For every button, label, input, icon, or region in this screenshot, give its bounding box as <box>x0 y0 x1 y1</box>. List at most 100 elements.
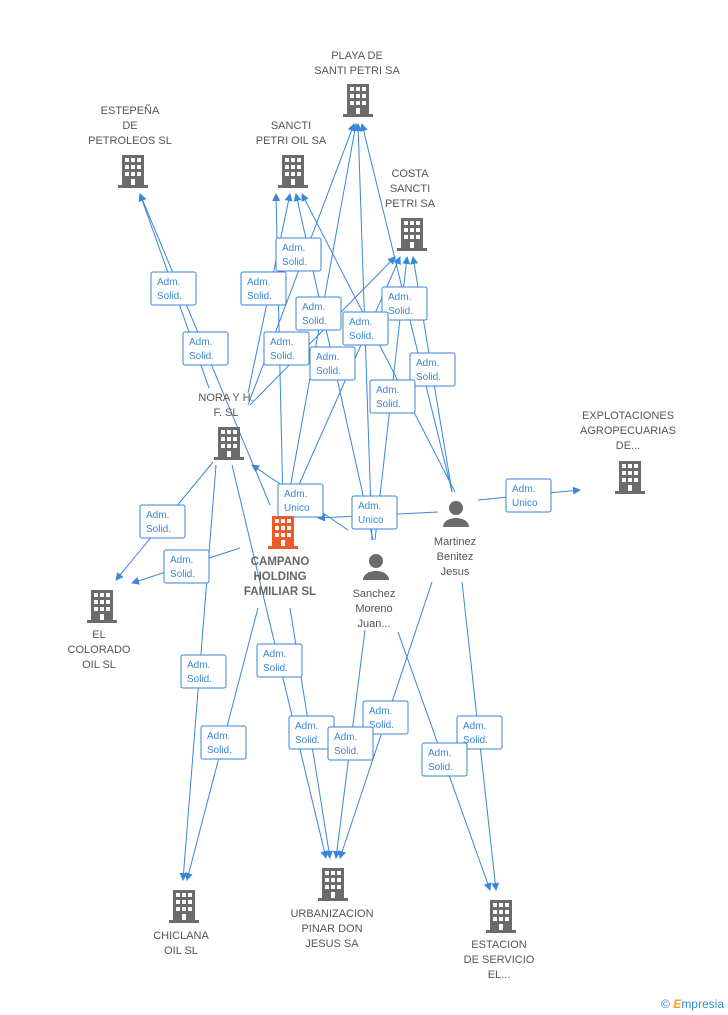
company-node-el-colorado-oil[interactable]: EL COLORADO OIL SL <box>68 590 131 671</box>
svg-text:Adm.: Adm. <box>512 484 535 495</box>
svg-text:Unico: Unico <box>358 515 384 526</box>
svg-text:COSTA: COSTA <box>391 168 429 180</box>
svg-text:Adm.: Adm. <box>157 277 180 288</box>
svg-text:Adm.: Adm. <box>207 731 230 742</box>
svg-text:SANCTI: SANCTI <box>271 120 311 132</box>
svg-text:Solid.: Solid. <box>146 524 171 535</box>
svg-text:Solid.: Solid. <box>388 306 413 317</box>
svg-text:ESTEPEÑA: ESTEPEÑA <box>101 104 160 117</box>
role-label-adm-solid[interactable]: Adm.Solid. <box>200 725 247 760</box>
svg-text:Sanchez: Sanchez <box>353 588 396 600</box>
role-label-adm-solid[interactable]: Adm.Solid. <box>288 715 335 750</box>
company-node-costa-sancti-petri[interactable]: COSTA SANCTI PETRI SA <box>385 168 436 251</box>
svg-text:DE: DE <box>122 120 137 132</box>
role-label-adm-solid[interactable]: Adm. Solid. <box>139 504 186 539</box>
copyright-symbol: © <box>661 997 670 1011</box>
svg-text:Adm.: Adm. <box>376 385 399 396</box>
svg-text:NORA Y H.: NORA Y H. <box>198 392 253 404</box>
role-label-adm-solid[interactable]: Adm.Solid. <box>275 237 322 272</box>
svg-text:Solid.: Solid. <box>170 569 195 580</box>
svg-text:EL: EL <box>92 629 105 641</box>
building-icon <box>278 155 308 188</box>
svg-text:Adm.: Adm. <box>146 510 169 521</box>
svg-text:PETRI SA: PETRI SA <box>385 198 436 210</box>
svg-text:Solid.: Solid. <box>263 663 288 674</box>
svg-text:Solid.: Solid. <box>369 720 394 731</box>
svg-text:Moreno: Moreno <box>355 603 392 615</box>
svg-text:Adm.: Adm. <box>388 292 411 303</box>
role-labels: Adm. Solid. Adm. Solid. Adm. Solid. Adm. Sol… <box>139 237 552 777</box>
svg-text:F. SL: F. SL <box>213 407 238 419</box>
role-label-adm-solid[interactable]: Adm.Solid. <box>150 271 197 306</box>
svg-text:SANTI PETRI SA: SANTI PETRI SA <box>314 65 400 77</box>
role-label-adm-solid[interactable]: Adm.Solid. <box>263 331 310 366</box>
building-icon <box>214 427 244 460</box>
role-label-adm-solid[interactable]: Adm.Solid. <box>327 726 374 761</box>
svg-text:URBANIZACION: URBANIZACION <box>290 908 373 920</box>
svg-text:Martinez: Martinez <box>434 536 476 548</box>
role-label-adm-solid[interactable]: Adm. Solid. <box>182 331 229 366</box>
building-icon <box>268 516 298 549</box>
role-label-adm-unico[interactable]: Adm. Unico <box>351 495 398 530</box>
svg-text:Adm.: Adm. <box>358 501 381 512</box>
svg-text:Solid.: Solid. <box>189 351 214 362</box>
role-label-adm-solid[interactable]: Adm. Solid. <box>421 742 468 777</box>
building-icon <box>615 461 645 494</box>
role-label-adm-solid[interactable]: Adm.Solid. <box>342 311 389 346</box>
svg-text:Solid.: Solid. <box>428 762 453 773</box>
svg-text:Adm.: Adm. <box>247 277 270 288</box>
svg-text:Solid.: Solid. <box>295 735 320 746</box>
svg-text:Solid.: Solid. <box>282 257 307 268</box>
company-node-campano-holding-familiar[interactable]: CAMPANO HOLDING FAMILIAR SL <box>244 516 316 598</box>
person-node-sanchez-moreno-juan[interactable]: Sanchez Moreno Juan... <box>353 554 396 630</box>
brand-name: mpresia <box>681 997 724 1011</box>
role-label-adm-solid[interactable]: Adm. Solid. <box>456 715 503 750</box>
company-node-playa-de-santi-petri[interactable]: PLAYA DE SANTI PETRI SA <box>314 50 400 117</box>
svg-text:Unico: Unico <box>284 503 310 514</box>
role-label-adm-solid[interactable]: Adm. Solid. <box>381 286 428 321</box>
role-label-adm-solid[interactable]: Adm. Solid. <box>256 643 303 678</box>
role-label-adm-solid[interactable]: Adm. Solid. <box>180 654 227 689</box>
building-icon <box>486 900 516 933</box>
company-node-sancti-petri-oil[interactable]: SANCTI PETRI OIL SA <box>256 120 327 188</box>
role-label-adm-solid[interactable]: Adm. Solid. <box>362 700 409 735</box>
role-label-adm-unico[interactable]: Adm.Unico <box>277 483 324 518</box>
svg-text:Adm.: Adm. <box>463 721 486 732</box>
svg-text:Adm.: Adm. <box>189 337 212 348</box>
svg-text:Juan...: Juan... <box>357 618 390 630</box>
role-label-adm-solid[interactable]: Adm.Solid. <box>295 296 342 331</box>
company-node-chiclana-oil[interactable]: CHICLANA OIL SL <box>153 890 209 957</box>
role-label-adm-solid[interactable]: Adm.Solid. <box>309 346 356 381</box>
svg-text:Solid.: Solid. <box>334 746 359 757</box>
svg-text:Solid.: Solid. <box>316 366 341 377</box>
svg-text:PETRI OIL SA: PETRI OIL SA <box>256 135 327 147</box>
building-icon <box>397 218 427 251</box>
building-icon <box>169 890 199 923</box>
person-icon <box>443 501 469 527</box>
brand-initial: E <box>673 997 682 1011</box>
company-node-explotaciones-agropecuarias[interactable]: EXPLOTACIONES AGROPECUARIAS DE... <box>580 410 676 494</box>
svg-text:Solid.: Solid. <box>302 316 327 327</box>
svg-text:CAMPANO: CAMPANO <box>251 556 310 568</box>
role-label-adm-solid[interactable]: Adm.Solid. <box>409 352 456 387</box>
company-node-estepena-de-petroleos[interactable]: ESTEPEÑA DE PETROLEOS SL <box>88 104 172 188</box>
person-node-martinez-benitez-jesus[interactable]: Martinez Benitez Jesus <box>434 501 476 578</box>
svg-text:Adm.: Adm. <box>349 317 372 328</box>
role-label-adm-solid[interactable]: Adm.Solid. <box>240 271 287 306</box>
company-node-urbanizacion-pinar-don-jesus[interactable]: URBANIZACION PINAR DON JESUS SA <box>290 868 374 950</box>
svg-text:Adm.: Adm. <box>428 748 451 759</box>
svg-text:Solid.: Solid. <box>187 674 212 685</box>
svg-text:Adm.: Adm. <box>187 660 210 671</box>
svg-text:DE SERVICIO: DE SERVICIO <box>464 954 535 966</box>
company-node-nora-y-hf[interactable]: NORA Y H. F. SL <box>198 392 254 460</box>
svg-text:Adm.: Adm. <box>369 706 392 717</box>
svg-text:AGROPECUARIAS: AGROPECUARIAS <box>580 425 676 437</box>
role-label-adm-solid[interactable]: Adm.Solid. <box>369 379 416 414</box>
svg-text:Solid.: Solid. <box>270 351 295 362</box>
svg-text:ESTACION: ESTACION <box>471 939 526 951</box>
role-label-adm-unico[interactable]: Adm.Unico <box>505 478 552 513</box>
svg-text:Adm.: Adm. <box>263 649 286 660</box>
role-label-adm-solid[interactable]: Adm.Solid. <box>163 549 210 584</box>
company-node-estacion-de-servicio[interactable]: ESTACION DE SERVICIO EL... <box>464 900 535 981</box>
svg-text:Solid.: Solid. <box>463 735 488 746</box>
